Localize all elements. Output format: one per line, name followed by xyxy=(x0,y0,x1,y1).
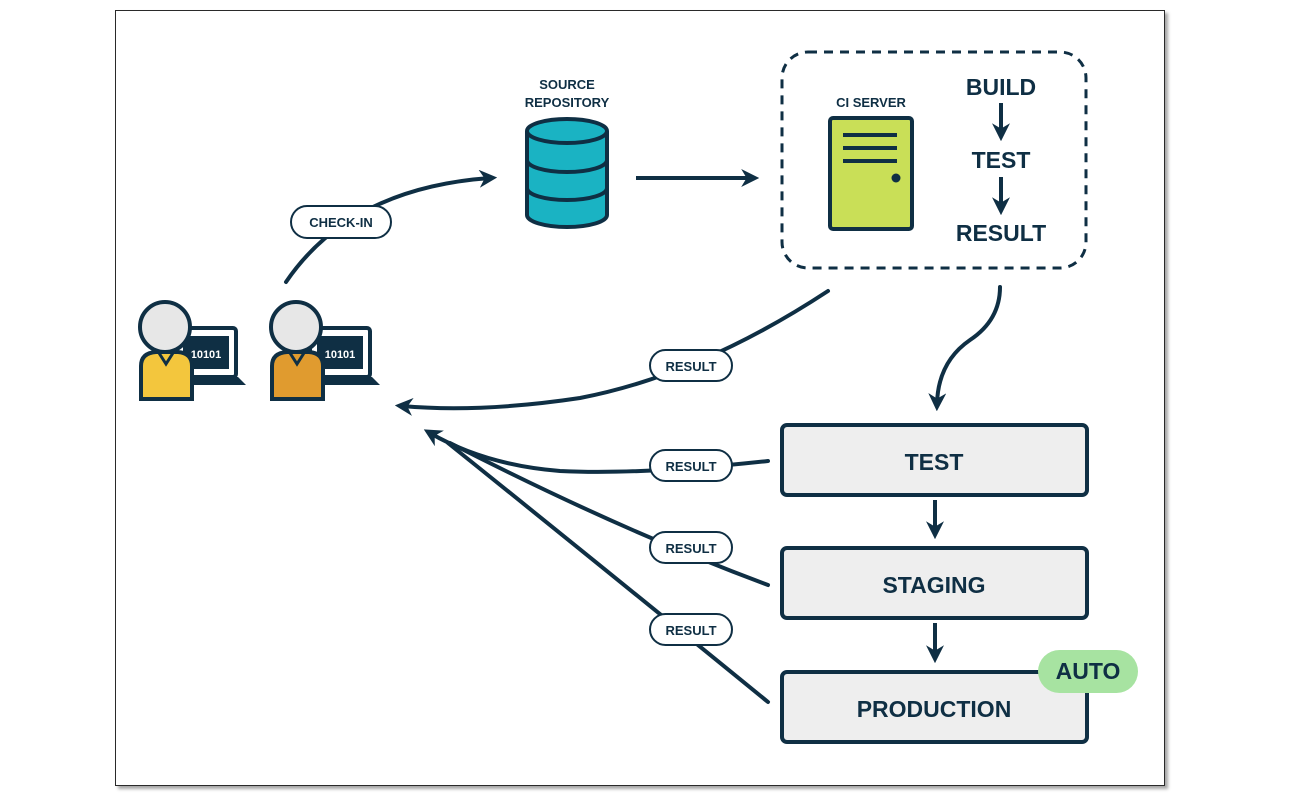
laptop-icon: 10101 xyxy=(302,326,380,385)
result-pill-staging: RESULT xyxy=(649,531,733,564)
developer-2: 10101 xyxy=(269,300,380,401)
ci-step-result: RESULT xyxy=(956,220,1046,246)
production-result-line xyxy=(446,441,770,704)
person-icon xyxy=(138,300,194,401)
ci-server-label: CI SERVER xyxy=(836,95,906,110)
result-pill-test: RESULT xyxy=(649,449,733,482)
check-in-label: CHECK-IN xyxy=(309,215,373,230)
repository-label-line2: REPOSITORY xyxy=(525,95,610,110)
check-in-pill: CHECK-IN xyxy=(290,205,392,239)
developer-1: 10101 xyxy=(138,300,246,401)
staging-result-line xyxy=(448,441,770,587)
database-icon xyxy=(525,117,609,229)
repository-label-line1: SOURCE xyxy=(539,77,595,92)
result-label: RESULT xyxy=(665,359,716,374)
result-label: RESULT xyxy=(665,459,716,474)
laptop-screen-text: 10101 xyxy=(191,349,222,361)
laptop-screen-text: 10101 xyxy=(325,349,356,361)
result-pill-production: RESULT xyxy=(649,613,733,646)
stage-test: TEST xyxy=(780,423,1089,497)
server-icon xyxy=(828,116,914,231)
result-label: RESULT xyxy=(665,541,716,556)
auto-badge: AUTO xyxy=(1038,650,1138,693)
ci-result-arrow xyxy=(394,289,830,416)
stage-production-label: PRODUCTION xyxy=(857,696,1012,722)
auto-badge-label: AUTO xyxy=(1056,658,1121,684)
ci-server-group xyxy=(780,50,1088,270)
result-label: RESULT xyxy=(665,623,716,638)
person-icon xyxy=(269,300,325,401)
stage-staging-label: STAGING xyxy=(882,572,985,598)
stage-production: PRODUCTION xyxy=(780,670,1089,744)
ci-to-test-arrow xyxy=(928,285,1002,412)
stage-test-label: TEST xyxy=(905,449,964,475)
ci-step-test: TEST xyxy=(972,147,1031,173)
ci-step-build: BUILD xyxy=(966,74,1036,100)
stage-staging: STAGING xyxy=(780,546,1089,620)
result-pill-ci: RESULT xyxy=(649,349,733,382)
